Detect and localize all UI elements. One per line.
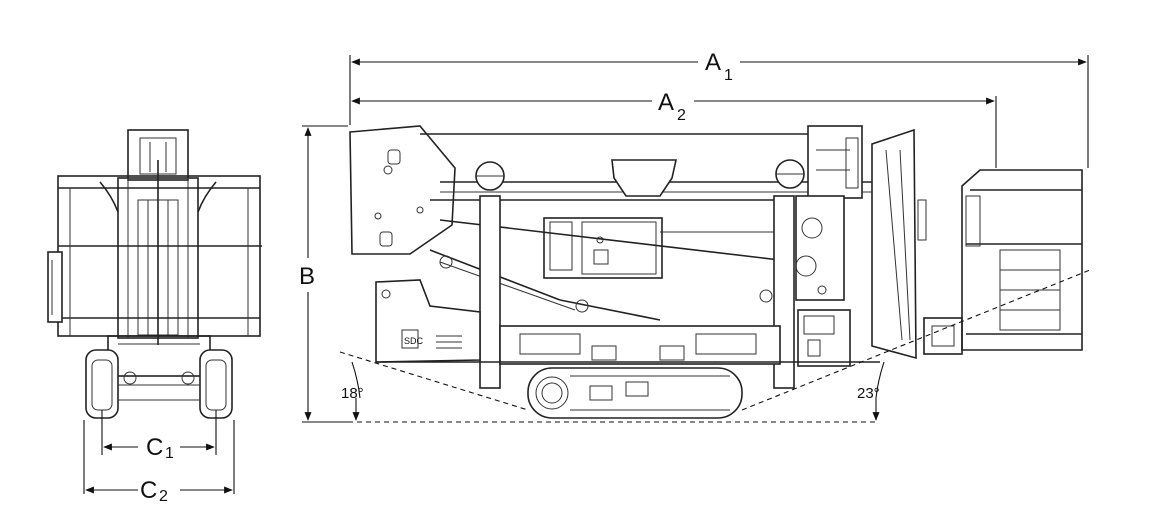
dimension-c1-letter: C <box>146 434 163 461</box>
front-view <box>47 129 262 419</box>
clearance-lines <box>339 269 1091 423</box>
dimension-b-letter: B <box>299 263 315 290</box>
dimension-c2: C 2 <box>83 420 235 505</box>
dimension-c2-letter: C <box>140 477 157 504</box>
dimension-a2-letter: A <box>658 89 674 116</box>
dimension-b: B <box>299 125 348 423</box>
dimension-c1: C 1 <box>101 410 217 462</box>
dimension-c1-subscript: 1 <box>165 445 174 462</box>
dimension-a1-subscript: 1 <box>724 67 733 84</box>
dimension-a2: A 2 <box>351 89 997 168</box>
dimension-a1: A 1 <box>349 49 1089 168</box>
angle-right-label: 23° <box>857 385 880 402</box>
side-view: SDC <box>349 125 1083 419</box>
dimension-a2-subscript: 2 <box>677 107 686 124</box>
dimension-a1-letter: A <box>705 49 721 76</box>
badge-label: SDC <box>404 336 424 346</box>
dimension-c2-subscript: 2 <box>159 488 168 505</box>
angle-left-label: 18° <box>341 385 364 402</box>
